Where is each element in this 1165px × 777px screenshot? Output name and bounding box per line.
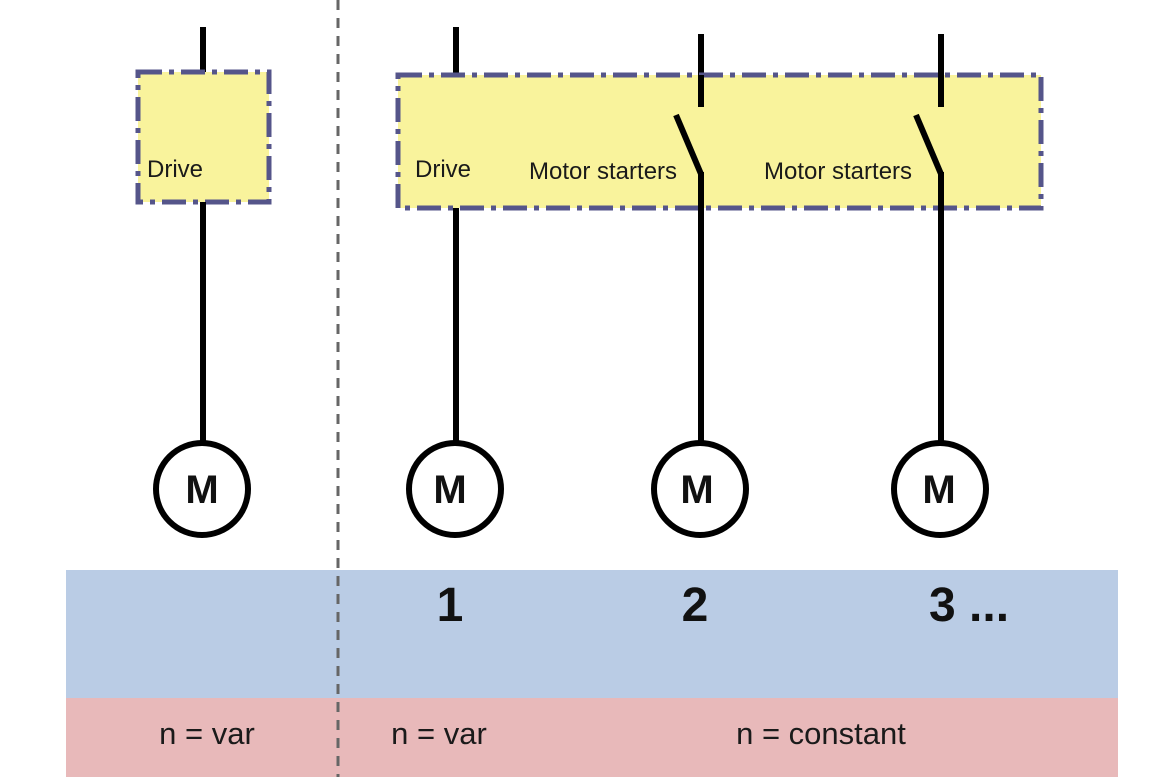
starter-2-label: Motor starters [764, 158, 912, 185]
blue-band [66, 570, 1118, 698]
left-drive-box [135, 69, 272, 205]
motor-2-number: 2 [682, 579, 709, 632]
drive-speed-label: n = var [391, 716, 487, 751]
motor-1-circle [406, 440, 504, 538]
right-drive-box [395, 72, 1044, 211]
motor-2-label: M [680, 468, 713, 512]
motor-1-label: M [433, 468, 466, 512]
left-drive-label: Drive [147, 156, 203, 183]
red-band [66, 698, 1118, 777]
motor-3-number: 3 ... [929, 579, 1009, 632]
motor-2-circle [651, 440, 749, 538]
starter-2-switch-blade [913, 113, 944, 176]
left-motor-circle [153, 440, 251, 538]
right-drive-label: Drive [415, 156, 471, 183]
motor-3-label: M [922, 468, 955, 512]
motor-1-number: 1 [437, 579, 464, 632]
starters-speed-label: n = constant [736, 716, 906, 751]
starter-1-label: Motor starters [529, 158, 677, 185]
left-speed-label: n = var [159, 716, 255, 751]
left-motor-label: M [185, 468, 218, 512]
starter-1-switch-blade [673, 113, 704, 176]
motor-3-circle [891, 440, 989, 538]
